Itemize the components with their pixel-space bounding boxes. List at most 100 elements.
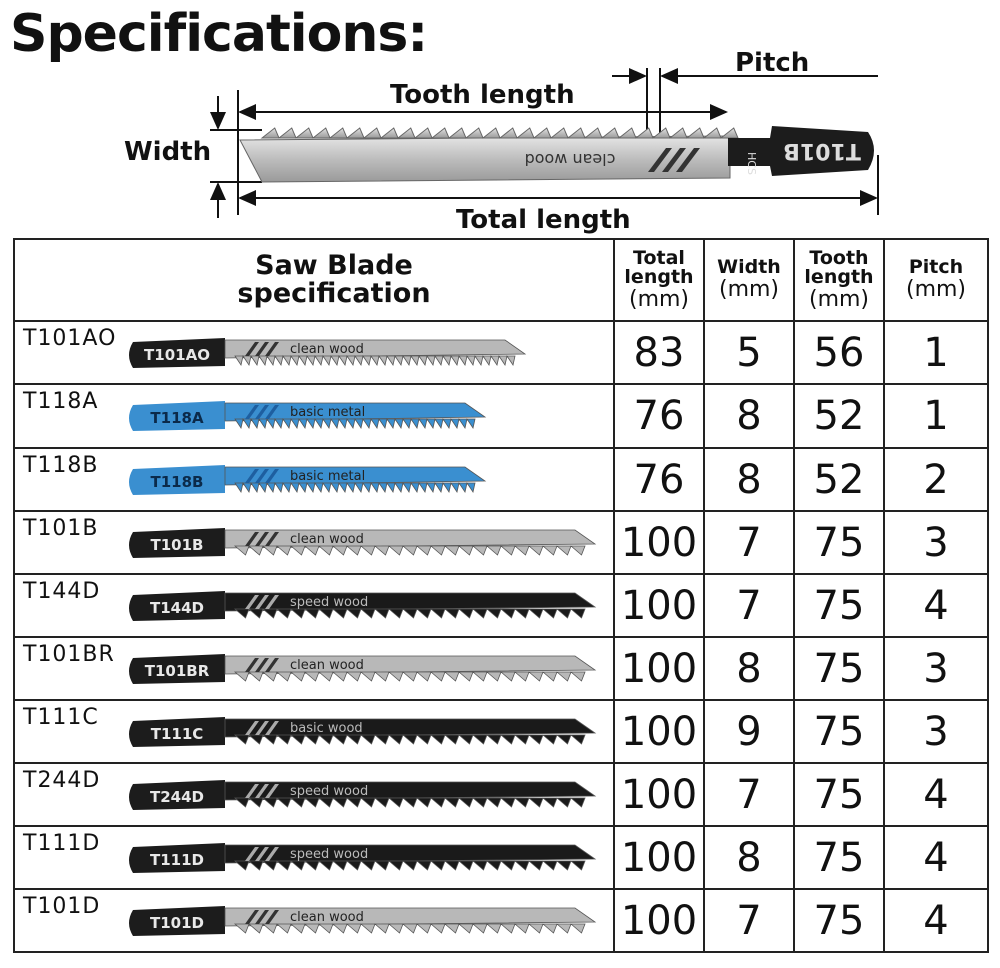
cell-tooth-length: 75 (793, 762, 885, 827)
blade-teeth (233, 608, 586, 619)
cell-total-length: 76 (613, 383, 705, 449)
blade-body (224, 781, 597, 801)
blade-label-text: basic metal (290, 469, 365, 484)
header-total-length-label: Total length (624, 246, 694, 289)
blade-body (224, 466, 487, 486)
tooth-length-label: Tooth length (390, 80, 575, 110)
blade-body (224, 592, 597, 612)
blade-teeth (234, 417, 476, 430)
blade-shank (129, 906, 225, 936)
cell-pitch: 1 (883, 320, 989, 385)
cell-tooth-length: 52 (793, 447, 885, 512)
blade-stripes (245, 405, 279, 419)
blade-shank (129, 465, 225, 495)
blade-code: T144D (150, 599, 204, 617)
header-width: Width (mm) (703, 238, 795, 322)
blade-label-text: speed wood (290, 595, 368, 610)
cell-pitch: 2 (883, 447, 989, 512)
cell-total-length: 76 (613, 447, 705, 512)
header-pitch-unit: (mm) (905, 277, 967, 303)
blade-body (224, 718, 597, 738)
blade-teeth (233, 923, 586, 934)
blade-teeth (233, 545, 586, 556)
cell-tooth-length: 75 (793, 825, 885, 890)
blade-code: T101B (151, 536, 204, 554)
cell-pitch: 3 (883, 510, 989, 575)
cell-pitch: 1 (883, 383, 989, 449)
cell-width: 8 (703, 636, 795, 701)
cell-total-length: 100 (613, 699, 705, 764)
blade-model: T101B (23, 516, 99, 541)
blade-shank (129, 654, 225, 684)
cell-total-length: 100 (613, 762, 705, 827)
cell-width: 7 (703, 762, 795, 827)
header-pitch: Pitch (mm) (883, 238, 989, 322)
cell-total-length: 100 (613, 636, 705, 701)
blade-teeth (233, 860, 586, 871)
blade-image: T101B clean wood (129, 528, 597, 558)
blade-model: T111D (23, 831, 101, 856)
blade-diagram-svg: HCS T101B clean wood (210, 68, 879, 218)
table-header-row: Saw Blade specification Total length (mm… (13, 238, 989, 322)
blade-shank (129, 338, 225, 368)
blade-label-text: clean wood (290, 532, 364, 547)
blade-teeth (234, 481, 476, 494)
blade-code: T118B (151, 473, 204, 491)
blade-teeth (233, 734, 586, 745)
blade-shank (129, 843, 225, 873)
diagram-blade-stripes (648, 148, 700, 172)
cell-total-length: 100 (613, 573, 705, 638)
blade-label-text: speed wood (290, 784, 368, 799)
blade-stripes (245, 658, 279, 672)
cell-tooth-length: 75 (793, 888, 885, 953)
pitch-label: Pitch (735, 48, 810, 78)
cell-width: 7 (703, 510, 795, 575)
blade-body (224, 655, 597, 675)
blade-stripes (245, 910, 279, 924)
blade-model: T244D (23, 768, 101, 793)
cell-width: 8 (703, 383, 795, 449)
blade-label-text: basic metal (290, 405, 365, 420)
blade-shank (129, 528, 225, 558)
blade-code: T244D (150, 788, 204, 806)
blade-code: T111D (150, 851, 204, 869)
blade-cell: T101B T101B clean wood (13, 510, 615, 575)
blade-model: T118A (23, 389, 99, 414)
blade-model: T101BR (23, 642, 115, 667)
blade-stripes (245, 847, 279, 861)
blade-code: T101BR (145, 662, 210, 680)
header-total-length-unit: (mm) (628, 287, 690, 313)
cell-tooth-length: 75 (793, 510, 885, 575)
cell-tooth-length: 52 (793, 383, 885, 449)
cell-total-length: 83 (613, 320, 705, 385)
blade-stripes (245, 784, 279, 798)
cell-total-length: 100 (613, 510, 705, 575)
blade-shank (129, 717, 225, 747)
cell-pitch: 4 (883, 762, 989, 827)
cell-tooth-length: 75 (793, 699, 885, 764)
blade-shank (129, 780, 225, 810)
blade-diagram: HCS T101B clean wood Pitch Tooth length … (0, 48, 1000, 240)
cell-pitch: 3 (883, 699, 989, 764)
header-width-unit: (mm) (718, 277, 780, 303)
blade-model: T101D (23, 894, 101, 919)
cell-width: 8 (703, 447, 795, 512)
width-label: Width (124, 137, 212, 167)
blade-body (224, 529, 597, 549)
diagram-blade-code: T101B (783, 138, 861, 163)
cell-pitch: 4 (883, 573, 989, 638)
